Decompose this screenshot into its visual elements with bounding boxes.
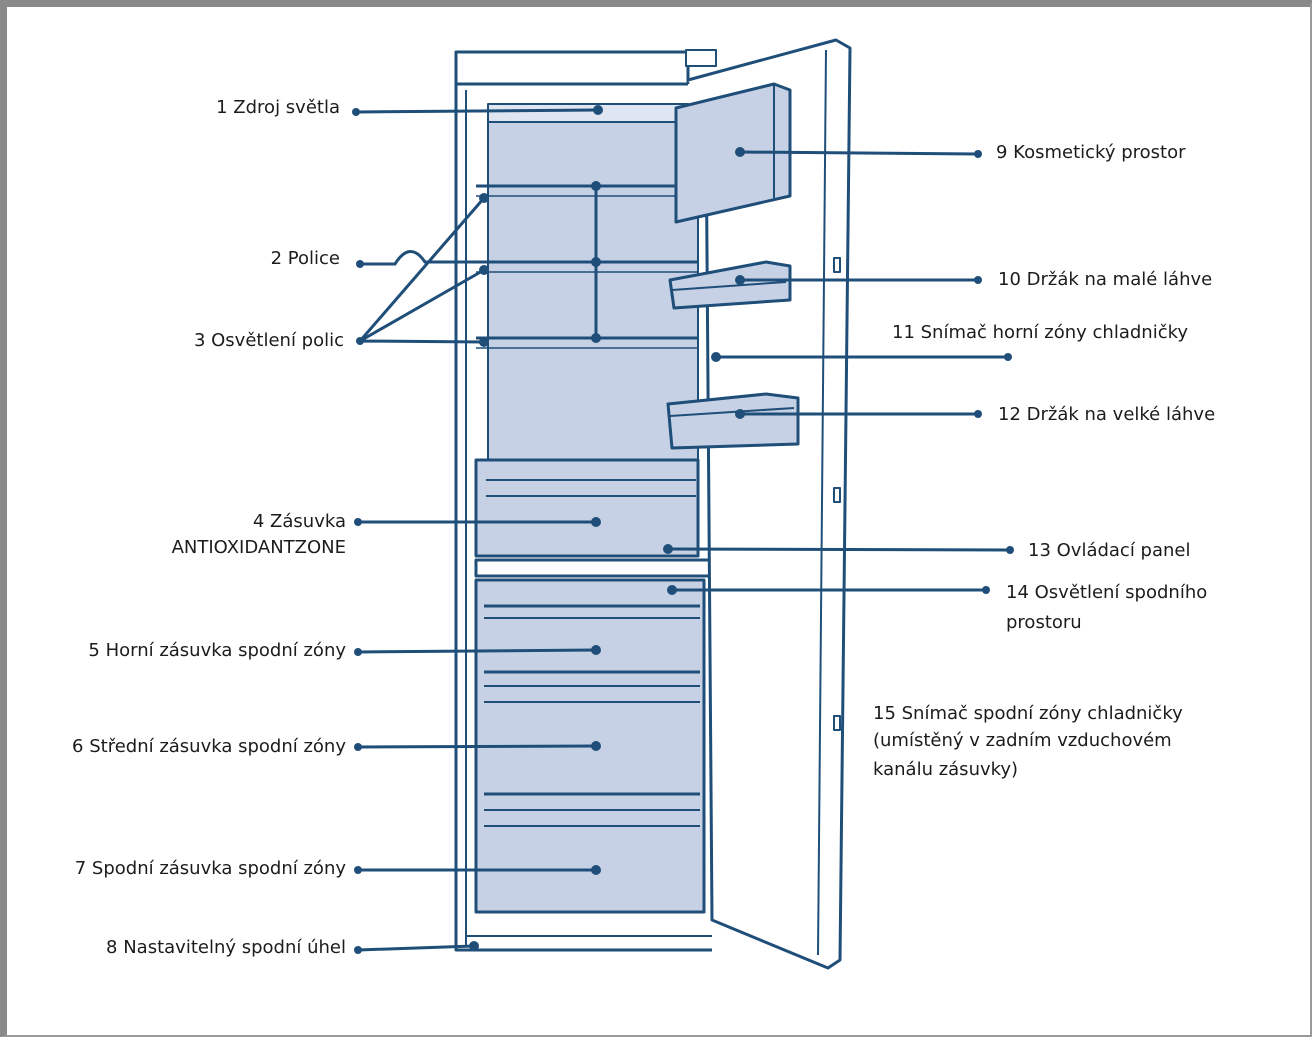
leader-13 [666,547,1012,552]
label-small-bottle-holder: 10 Držák na malé láhve [998,269,1213,290]
top-hinge [685,49,717,67]
fridge-cabinet [454,50,712,952]
leader-6 [356,744,598,749]
label-shelf-lighting: 3 Osvětlení polic [193,330,344,351]
leader-3 [358,196,486,344]
antioxidant-drawer [474,458,700,558]
label-lower-lighting-2: prostoru [1006,612,1082,633]
label-shelves: 2 Police [270,248,340,269]
label-upper-sensor: 11 Snímač horní zóny chladničky [892,322,1189,343]
label-lower-lighting-1: 14 Osvětlení spodního [1006,582,1208,603]
leader-5 [356,648,598,654]
leader-8 [356,944,476,952]
label-top-drawer: 5 Horní zásuvka spodní zóny [88,640,346,661]
leader-1 [354,108,600,114]
label-lower-sensor-2: (umístěný v zadním vzduchovém [873,730,1172,751]
label-large-bottle-holder: 12 Držák na velké láhve [998,404,1216,425]
label-bottom-drawer: 7 Spodní zásuvka spodní zóny [74,858,346,879]
large-bottle-holder [666,392,800,450]
label-antioxidant-drawer-2: ANTIOXIDANTZONE [171,537,346,558]
label-lower-sensor-1: 15 Snímač spodní zóny chladničky [873,703,1183,724]
light-source [487,103,689,123]
cosmetic-compartment [674,82,792,224]
label-adjustable-base: 8 Nastavitelný spodní úhel [106,937,346,958]
label-cosmetic-compartment: 9 Kosmetický prostor [996,142,1186,163]
label-antioxidant-drawer-1: 4 Zásuvka [252,511,346,532]
label-middle-drawer: 6 Střední zásuvka spodní zóny [72,736,346,757]
leader-9 [738,150,980,156]
label-lower-sensor-3: kanálu zásuvky) [873,759,1019,780]
label-control-panel: 13 Ovládací panel [1028,540,1191,561]
upper-compartment [487,119,699,461]
label-light-source: 1 Zdroj světla [216,97,340,118]
